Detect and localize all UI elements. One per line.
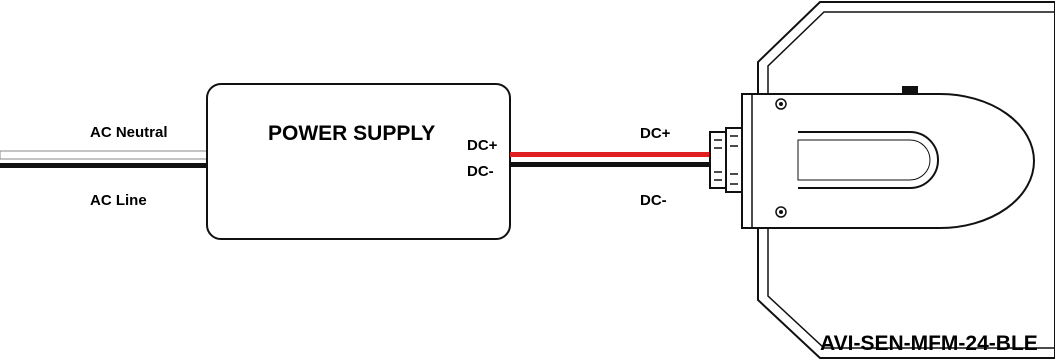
power-supply-box <box>206 83 511 240</box>
wire-dc-plus-label: DC+ <box>640 125 671 142</box>
screw-top <box>775 98 787 110</box>
ps-dc-minus-label: DC- <box>467 163 494 180</box>
device-housing-inner <box>767 11 1055 349</box>
dc-positive-wire <box>510 152 710 157</box>
power-supply-title: POWER SUPPLY <box>268 122 435 145</box>
cable-gland <box>709 127 743 193</box>
ac-line-label: AC Line <box>90 192 147 209</box>
ac-neutral-wire <box>0 150 209 160</box>
dc-negative-wire <box>510 162 710 167</box>
ac-neutral-label: AC Neutral <box>90 124 168 141</box>
ac-line-wire <box>0 163 208 168</box>
wire-dc-minus-label: DC- <box>640 192 667 209</box>
sensor-u-inner <box>798 131 939 189</box>
sensor-u-inner-slot <box>797 139 931 181</box>
ps-dc-plus-label: DC+ <box>467 137 498 154</box>
device-model-label: AVI-SEN-MFM-24-BLE <box>820 332 1038 355</box>
device-switch <box>902 86 918 94</box>
screw-bottom <box>775 206 787 218</box>
